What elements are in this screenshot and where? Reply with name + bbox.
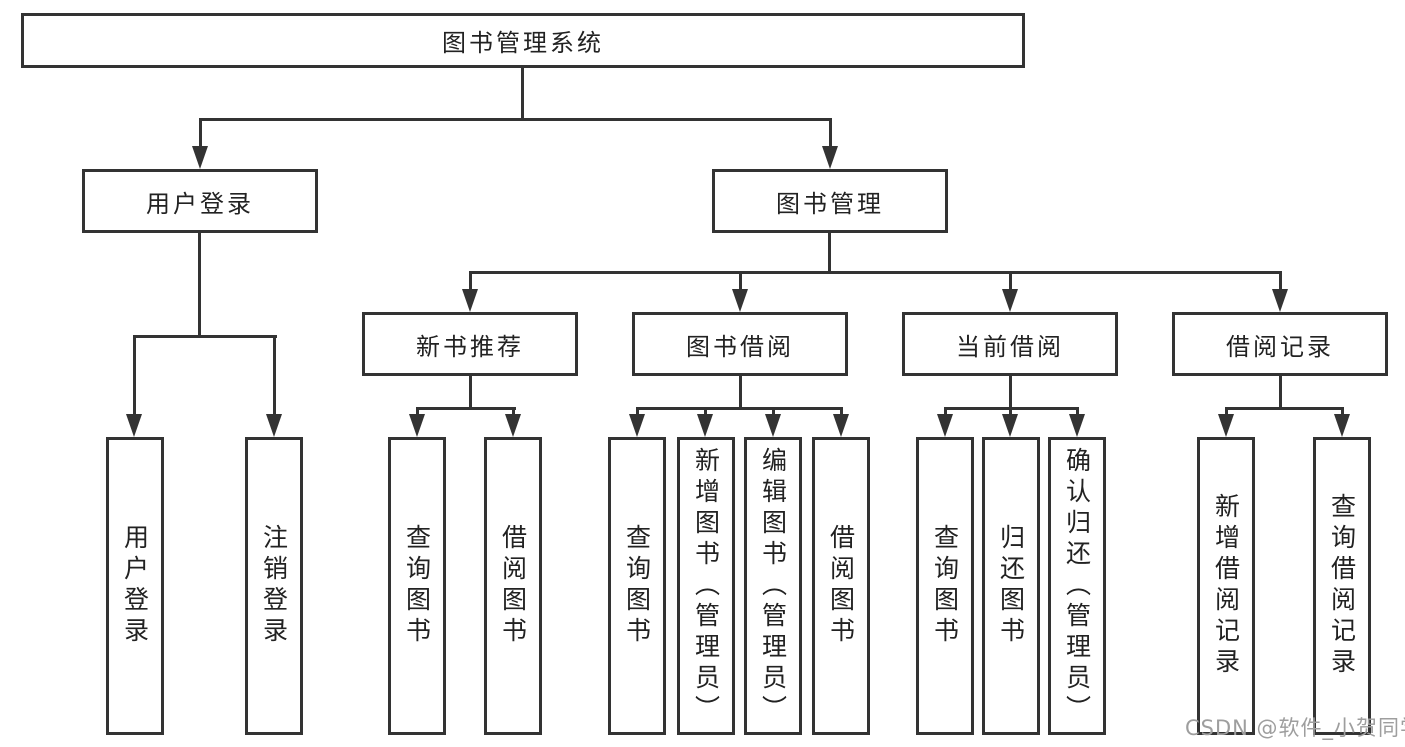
connector-bookborrow-drop-4 (840, 407, 843, 414)
node-book-borrowing: 图书借阅 (632, 312, 848, 376)
leaf-label: 借阅图书 (826, 524, 856, 648)
leaf-borrow-books: 借阅图书 (812, 437, 870, 735)
connector-root-stem (521, 68, 524, 118)
leaf-label: 查询图书 (402, 524, 432, 648)
leaf-label: 确认归还（管理员） (1062, 446, 1092, 726)
leaf-confirm-return-admin: 确认归还（管理员） (1048, 437, 1106, 735)
connector-newbook-stem (469, 376, 472, 407)
connector-newbook-rail (416, 407, 516, 410)
node-new-book-recommend: 新书推荐 (362, 312, 578, 376)
connector-borrowrecord-drop-1 (1225, 407, 1228, 414)
connector-bookmgmt-rail (469, 271, 1282, 274)
leaf-logout: 注销登录 (245, 437, 303, 735)
connector-root-drop-right (829, 118, 832, 146)
node-library-system: 图书管理系统 (21, 13, 1025, 68)
arrow-down-icon (937, 414, 953, 437)
leaf-query-books-borrow: 查询图书 (608, 437, 666, 735)
connector-root-drop-left (199, 118, 202, 146)
connector-bookborrow-rail (636, 407, 843, 410)
connector-bookborrow-drop-2 (704, 407, 707, 414)
node-user-login: 用户登录 (82, 169, 318, 233)
connector-bookmgmt-drop-3 (1009, 271, 1012, 289)
connector-currentborrow-stem (1009, 376, 1012, 407)
arrow-down-icon (1002, 289, 1018, 312)
connector-userlogin-stem (198, 233, 201, 335)
node-current-borrowing: 当前借阅 (902, 312, 1118, 376)
leaf-query-books-newbook: 查询图书 (388, 437, 446, 735)
connector-borrowrecord-drop-2 (1341, 407, 1344, 414)
arrow-down-icon (409, 414, 425, 437)
connector-currentborrow-drop-1 (944, 407, 947, 414)
node-book-management: 图书管理 (712, 169, 948, 233)
arrow-down-icon (192, 146, 208, 169)
leaf-label: 查询图书 (622, 524, 652, 648)
connector-bookborrow-drop-3 (772, 407, 775, 414)
arrow-down-icon (1002, 414, 1018, 437)
arrow-down-icon (1334, 414, 1350, 437)
node-borrowing-records: 借阅记录 (1172, 312, 1388, 376)
leaf-label: 归还图书 (996, 524, 1026, 648)
connector-newbook-drop-1 (416, 407, 419, 414)
leaf-label: 新增图书（管理员） (691, 446, 721, 726)
leaf-query-books-current: 查询图书 (916, 437, 974, 735)
connector-bookmgmt-drop-1 (469, 271, 472, 289)
leaf-user-login: 用户登录 (106, 437, 164, 735)
connector-bookmgmt-drop-4 (1279, 271, 1282, 289)
arrow-down-icon (1218, 414, 1234, 437)
arrow-down-icon (822, 146, 838, 169)
arrow-down-icon (629, 414, 645, 437)
leaf-borrow-books-newbook: 借阅图书 (484, 437, 542, 735)
connector-bookmgmt-stem (828, 233, 831, 271)
leaf-label: 查询借阅记录 (1327, 493, 1357, 679)
leaf-query-borrow-record: 查询借阅记录 (1313, 437, 1371, 735)
leaf-add-borrow-record: 新增借阅记录 (1197, 437, 1255, 735)
connector-currentborrow-drop-3 (1076, 407, 1079, 414)
connector-userlogin-rail (134, 335, 277, 338)
arrow-down-icon (462, 289, 478, 312)
arrow-down-icon (765, 414, 781, 437)
arrow-down-icon (732, 289, 748, 312)
connector-borrowrecord-stem (1279, 376, 1282, 407)
arrow-down-icon (505, 414, 521, 437)
connector-currentborrow-drop-2 (1009, 407, 1012, 414)
connector-newbook-drop-2 (512, 407, 515, 414)
leaf-label: 借阅图书 (498, 524, 528, 648)
arrow-down-icon (833, 414, 849, 437)
connector-userlogin-drop-2 (273, 335, 276, 414)
connector-userlogin-drop-1 (133, 335, 136, 414)
connector-borrowrecord-rail (1225, 407, 1344, 410)
leaf-label: 查询图书 (930, 524, 960, 648)
arrow-down-icon (126, 414, 142, 437)
leaf-add-books-admin: 新增图书（管理员） (677, 437, 735, 735)
connector-bookborrow-drop-1 (636, 407, 639, 414)
connector-bookmgmt-drop-2 (739, 271, 742, 289)
arrow-down-icon (1069, 414, 1085, 437)
csdn-watermark: CSDN @软件_小贺同学 (1185, 716, 1405, 740)
arrow-down-icon (697, 414, 713, 437)
arrow-down-icon (266, 414, 282, 437)
connector-bookborrow-stem (739, 376, 742, 407)
connector-root-rail (199, 118, 832, 121)
leaf-label: 编辑图书（管理员） (758, 446, 788, 726)
leaf-return-books: 归还图书 (982, 437, 1040, 735)
leaf-edit-books-admin: 编辑图书（管理员） (744, 437, 802, 735)
leaf-label: 新增借阅记录 (1211, 493, 1241, 679)
arrow-down-icon (1272, 289, 1288, 312)
leaf-label: 用户登录 (120, 524, 150, 648)
leaf-label: 注销登录 (259, 524, 289, 648)
